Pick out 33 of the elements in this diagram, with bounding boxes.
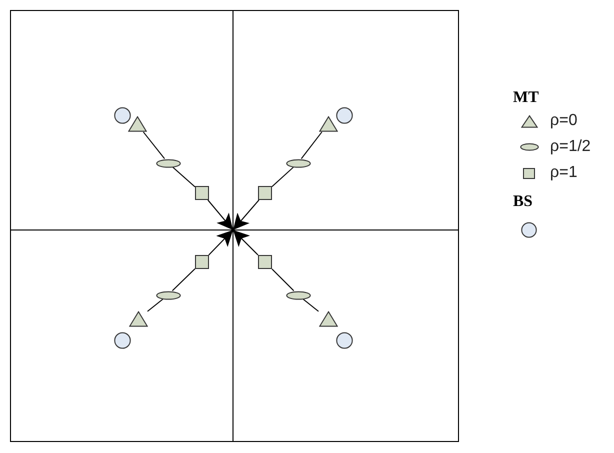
box-marker <box>195 186 209 200</box>
arrow <box>207 200 234 230</box>
legend-label: ρ=0 <box>550 112 578 130</box>
arrow <box>208 230 234 256</box>
connector-line <box>300 132 322 160</box>
connector-line <box>142 132 166 160</box>
triangle-marker <box>128 311 148 327</box>
connector-line <box>147 298 164 312</box>
box-marker <box>195 255 209 269</box>
circle-marker <box>114 332 130 348</box>
triangle-marker <box>318 311 338 327</box>
circle-marker <box>114 106 130 124</box>
triangle-marker <box>128 116 146 132</box>
triangle-marker <box>318 116 338 132</box>
circle-marker <box>336 332 352 348</box>
connector-line <box>272 166 294 188</box>
legend-heading: BS <box>513 192 533 212</box>
box-marker <box>258 186 272 200</box>
connector-line <box>302 298 319 312</box>
ellipse-marker <box>286 290 310 300</box>
ellipse-marker <box>286 158 310 168</box>
box-marker <box>258 255 272 269</box>
legend-label: ρ=1/2 <box>550 138 591 156</box>
circle-marker <box>336 106 352 124</box>
arrow <box>232 230 258 256</box>
connector-line <box>172 166 196 188</box>
connector-line <box>172 268 196 292</box>
ellipse-marker <box>156 290 180 300</box>
ellipse-marker <box>156 158 180 168</box>
connector-line <box>272 268 294 292</box>
legend-heading: MT <box>513 88 539 108</box>
legend-label: ρ=1 <box>550 164 578 182</box>
arrow <box>232 200 260 230</box>
